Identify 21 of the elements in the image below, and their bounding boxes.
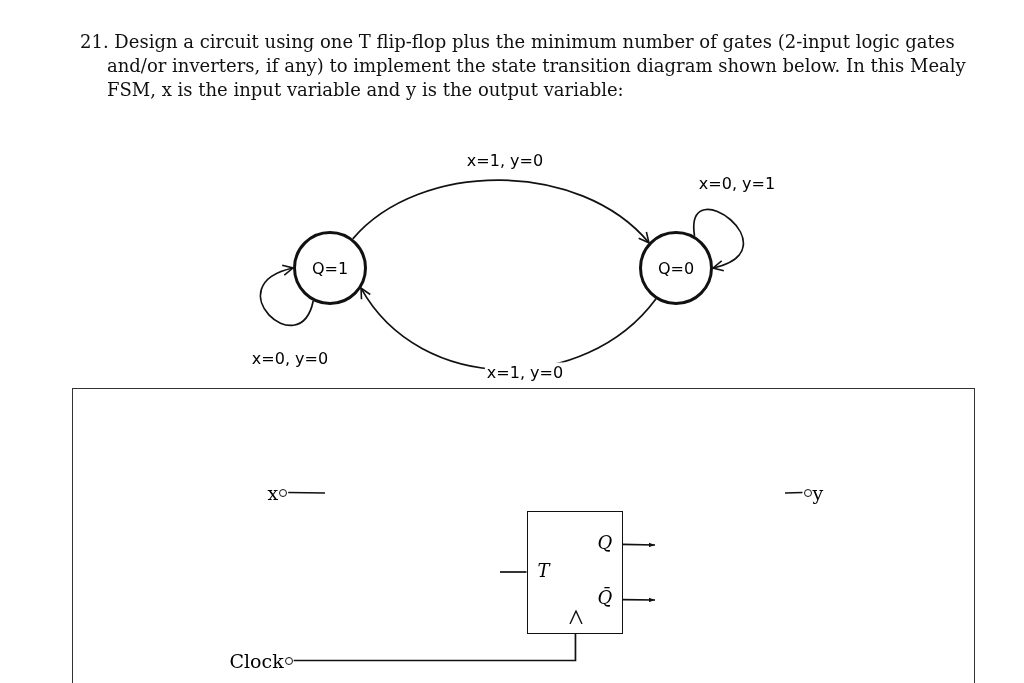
state-circle: Q=1 (293, 231, 367, 305)
output-terminal: y (802, 480, 824, 505)
output-arrow (621, 542, 656, 548)
input-pin-label: T (537, 559, 550, 581)
wire-stub (499, 571, 528, 573)
self-loop-arrow (693, 208, 745, 271)
transition-arrow (351, 179, 650, 244)
output-pin-label: Q̄ (597, 586, 613, 608)
input-terminal: x (267, 480, 289, 505)
wire-stub (784, 491, 804, 494)
question-text: 21. Design a circuit using one T flip-flop plus the minimum number of gates (2-input logic gates and/or inverters, if any) to implement the state transition diagram shown below. In this Mealy FSM, x is the input variable and y is the output variable: (80, 30, 967, 102)
edge-label: x=1, y=0 (484, 362, 566, 382)
wire-stub (287, 491, 326, 494)
flip-flop-box (526, 510, 623, 634)
self-loop-arrow (259, 265, 315, 327)
wire (292, 632, 577, 662)
answer-box (72, 388, 975, 683)
state-circle: Q=0 (639, 231, 713, 305)
output-arrow (621, 597, 656, 603)
output-pin-label: Q (597, 531, 613, 553)
input-terminal: Clock (229, 647, 294, 674)
